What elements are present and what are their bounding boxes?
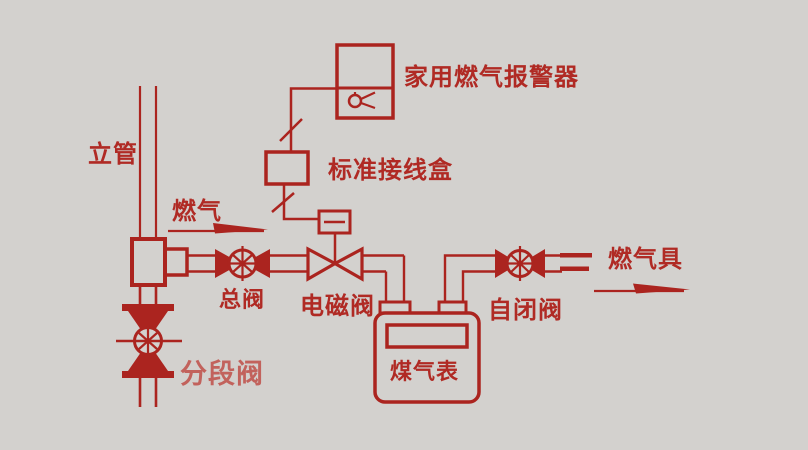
- alarm-sensor-icon: [347, 91, 376, 110]
- junction-box-label: 标准接线盒: [328, 156, 453, 184]
- solenoid-coil: [317, 209, 352, 262]
- riser-label: 立管: [88, 140, 138, 168]
- gas-flow-arrow: [168, 223, 268, 234]
- section-valve-label: 分段阀: [180, 359, 264, 390]
- wire-break-slash: [279, 118, 303, 142]
- self-closing-valve-label: 自闭阀: [488, 296, 563, 324]
- section-valve-symbol: [116, 304, 182, 378]
- self-closing-valve-symbol: [495, 246, 545, 281]
- alarm-box-symbol: [335, 43, 395, 120]
- appliance-flow-arrow: [594, 283, 690, 294]
- gas-appliance-label: 燃气具: [608, 245, 683, 273]
- junction-box-symbol: [264, 150, 310, 186]
- gas-meter-symbol: [373, 300, 481, 404]
- main-valve-label: 总阀: [219, 288, 266, 313]
- gas-label: 燃气: [172, 197, 222, 225]
- pipe-end-cap: [560, 253, 592, 271]
- gas-meter-label: 煤气表: [390, 360, 460, 385]
- solenoid-valve-symbol: [306, 246, 364, 282]
- riser-pipe: [138, 86, 158, 407]
- main-gas-pipe: [187, 254, 562, 302]
- meter-display: [385, 323, 469, 349]
- main-valve-symbol: [215, 246, 270, 281]
- solenoid-valve-label: 电磁阀: [300, 292, 375, 320]
- wire-break-slash: [271, 192, 295, 213]
- tee-fitting: [130, 237, 189, 287]
- signal-wire: [271, 87, 337, 221]
- alarm-label: 家用燃气报警器: [404, 63, 579, 91]
